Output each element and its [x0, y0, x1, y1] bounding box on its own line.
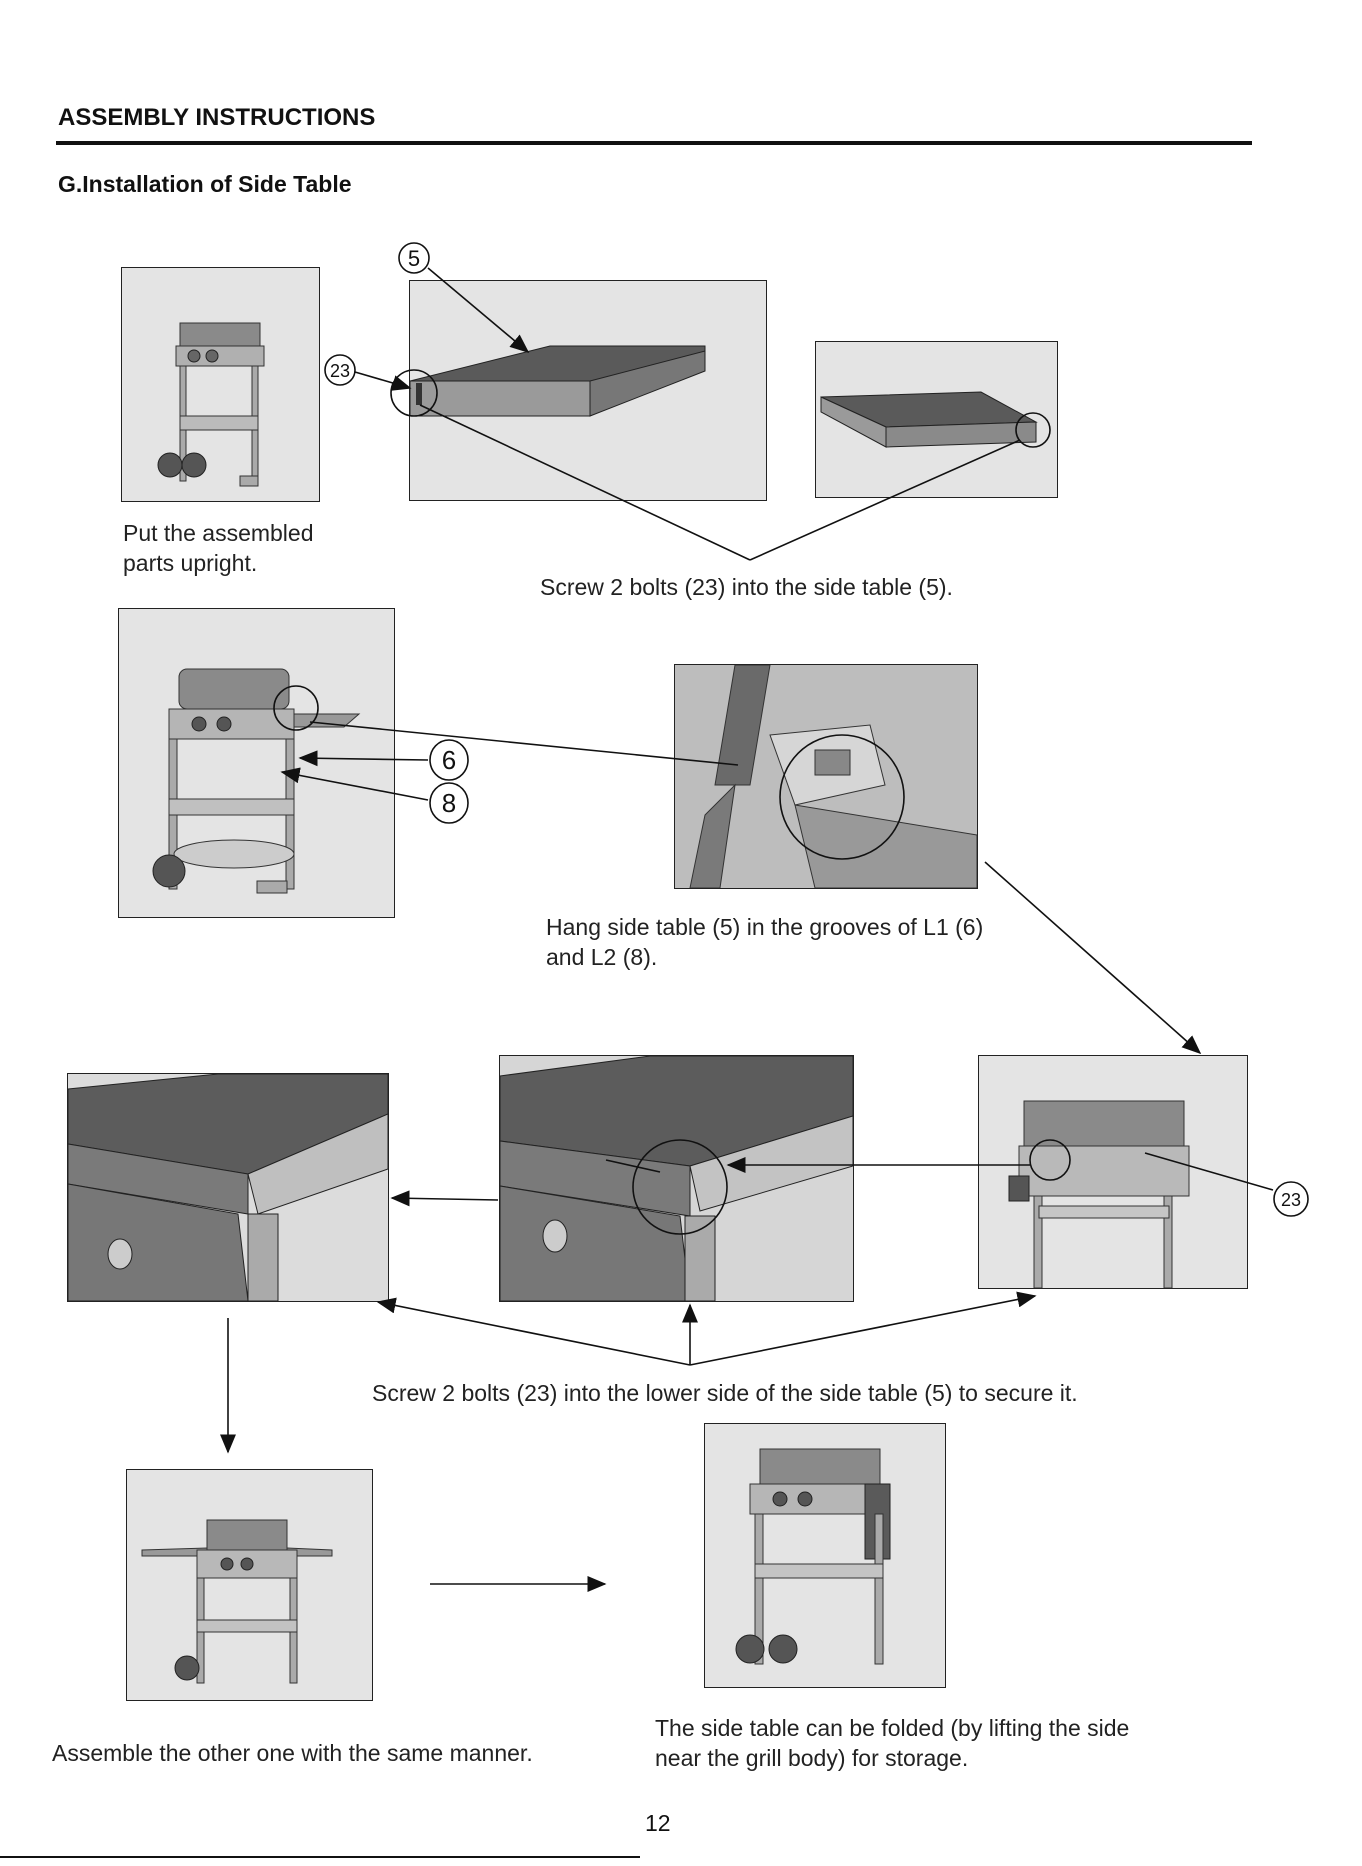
page-number: 12 — [645, 1810, 671, 1836]
section-title: G.Installation of Side Table — [58, 171, 352, 197]
callout-bolt-23: 23 — [330, 361, 350, 381]
caption-step1: Put the assembled parts upright. — [123, 520, 314, 576]
figure-underside-left — [67, 1073, 389, 1302]
figure-grill-stored — [704, 1423, 946, 1688]
figure-grill-both-tables — [126, 1469, 373, 1701]
figure-side-table-bottom — [815, 341, 1058, 498]
callout-leg-6: 6 — [442, 745, 456, 775]
caption-step2: Screw 2 bolts (23) into the side table (… — [540, 574, 953, 600]
figure-grill-folded-side — [978, 1055, 1248, 1289]
caption-step5: Assemble the other one with the same man… — [52, 1740, 533, 1766]
caption-step6: The side table can be folded (by lifting… — [655, 1715, 1130, 1771]
callout-leg-8: 8 — [442, 788, 456, 818]
callout-side-table-5: 5 — [408, 246, 420, 271]
page-header-title: ASSEMBLY INSTRUCTIONS — [58, 104, 376, 131]
figure-underside-center — [499, 1055, 854, 1302]
footer-rule — [0, 1856, 640, 1858]
figure-grill-upright — [121, 267, 320, 502]
callout-bolt-23-right: 23 — [1281, 1190, 1301, 1210]
figure-grill-hang-table — [118, 608, 395, 918]
caption-step3: Hang side table (5) in the grooves of L1… — [546, 914, 984, 970]
figure-groove-detail — [674, 664, 978, 889]
caption-step4: Screw 2 bolts (23) into the lower side o… — [372, 1380, 1078, 1406]
header-rule — [56, 141, 1252, 145]
figure-side-table-top — [409, 280, 767, 501]
